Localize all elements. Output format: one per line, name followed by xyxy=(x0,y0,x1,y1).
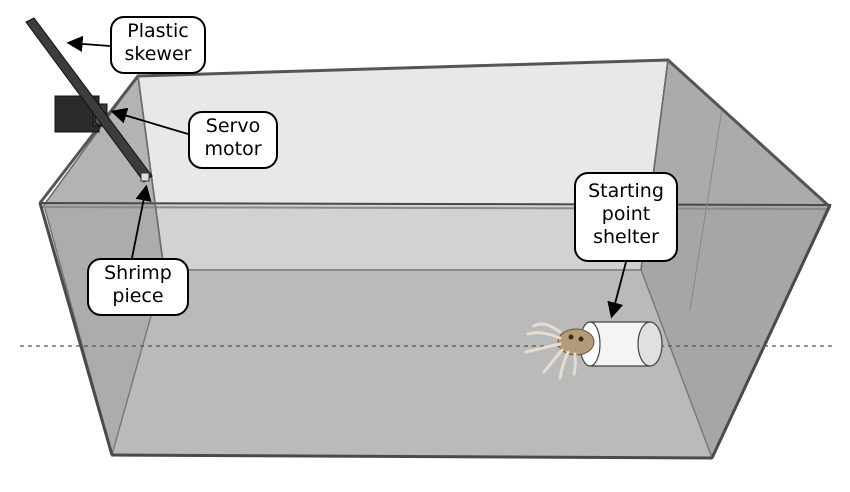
arrow-servo-motor xyxy=(110,107,189,135)
callout-starting-point-shelter: Starting point shelter xyxy=(574,172,678,262)
callout-plastic-skewer-line-2: skewer xyxy=(124,43,192,65)
shrimp-piece-icon xyxy=(140,172,150,182)
arrow-shrimp-piece xyxy=(131,184,152,259)
tank-front-left-edge xyxy=(38,202,114,456)
callout-servo-motor: Servo motor xyxy=(188,111,278,169)
callout-servo-motor-line-2: motor xyxy=(204,138,262,160)
callout-plastic-skewer-line-1: Plastic xyxy=(127,20,189,42)
tank-back-left-edge xyxy=(137,75,165,271)
callout-shelter-line-1: Starting xyxy=(588,180,664,202)
shelter-tube-icon xyxy=(579,321,663,367)
tank-front-top-edge xyxy=(39,206,831,210)
tank-bottom-edge xyxy=(111,453,713,460)
tank-top-rim xyxy=(38,58,832,209)
tank-front-right-edge xyxy=(710,204,832,459)
tank-front-glass xyxy=(38,201,832,460)
callout-shrimp-piece-line-1: Shrimp xyxy=(104,262,172,284)
callout-shelter-line-2: point xyxy=(601,203,651,225)
callout-servo-motor-line-1: Servo xyxy=(205,115,261,137)
plastic-skewer-icon xyxy=(25,17,153,183)
callout-shrimp-piece: Shrimp piece xyxy=(87,258,189,316)
cephalopod-icon xyxy=(524,322,595,380)
callout-plastic-skewer: Plastic skewer xyxy=(110,16,206,74)
callout-shrimp-piece-line-2: piece xyxy=(112,285,164,307)
tank-right-wall-seam xyxy=(689,109,723,311)
callout-shelter-line-3: shelter xyxy=(593,226,659,248)
arrow-plastic-skewer xyxy=(66,35,111,53)
arrow-starting-point-shelter xyxy=(607,261,627,319)
